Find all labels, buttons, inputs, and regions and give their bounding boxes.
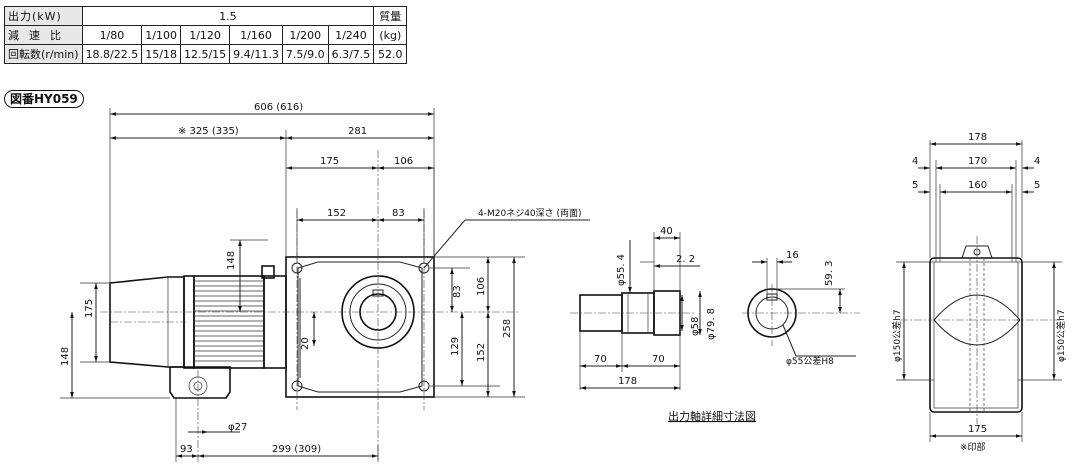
dim-106-top: 106 xyxy=(394,156,413,167)
shaft-detail-view: 40 2. 2 φ55. 4 φ58 φ79. 8 70 70 178 16 5… xyxy=(570,226,860,423)
dim-175-left: 175 xyxy=(84,299,95,318)
dim-178: 178 xyxy=(618,376,637,387)
dim-bore-tolerance: φ55公差H8 xyxy=(786,355,834,367)
side-footnote: ※印部 xyxy=(960,441,986,453)
motor-adapter xyxy=(263,275,287,369)
motor-foot xyxy=(169,366,231,399)
side-dim-5-right: 5 xyxy=(1034,180,1040,191)
dim-152-top: 152 xyxy=(327,208,346,219)
spec-table: 出力(kW) 1.5 質量 減速比 1/80 1/100 1/120 1/160… xyxy=(4,6,408,64)
motor-body xyxy=(193,275,265,369)
drawing-code: 図番HY059 xyxy=(4,90,84,108)
ratio-cell: 1/100 xyxy=(141,25,181,45)
weight-unit: (kg) xyxy=(373,25,408,45)
dim-106-right: 106 xyxy=(476,277,487,296)
weight-value: 52.0 xyxy=(373,44,408,64)
dim-20: 20 xyxy=(300,337,311,350)
dim-phi27: φ27 xyxy=(228,422,247,433)
dim-phi58: φ58 xyxy=(690,317,701,336)
speed-cell: 18.8/22.5 xyxy=(81,44,143,64)
speed-label: 回転数(r/min) xyxy=(4,44,83,64)
speed-cell: 7.5/9.0 xyxy=(281,44,329,64)
side-dim-5-left: 5 xyxy=(912,180,918,191)
motor-fins xyxy=(194,280,264,362)
dim-83-top: 83 xyxy=(392,208,405,219)
side-view: 178 4 170 4 5 160 5 φ150公差h7 φ150公差h7 17… xyxy=(891,132,1067,453)
gearbox-inner-outline xyxy=(297,261,423,393)
dim-motor-length: ※ 325 (335) xyxy=(178,126,239,137)
side-dim-4-right: 4 xyxy=(1034,156,1040,167)
shaft-detail-caption: 出力軸詳細寸法図 xyxy=(668,409,756,423)
dim-phi55-4: φ55. 4 xyxy=(616,254,627,286)
dim-83-right: 83 xyxy=(452,285,463,298)
dim-93: 93 xyxy=(180,444,193,455)
side-dim-phi150-left: φ150公差h7 xyxy=(891,309,903,362)
dim-148-left: 148 xyxy=(60,347,71,366)
side-dim-160: 160 xyxy=(968,180,987,191)
dim-258: 258 xyxy=(502,319,513,338)
speed-cell: 15/18 xyxy=(141,44,181,64)
gearbox-housing xyxy=(285,256,435,398)
output-label: 出力(kW) xyxy=(4,6,83,26)
side-dim-4-left: 4 xyxy=(912,156,918,167)
side-housing xyxy=(929,257,1023,413)
dim-overall-length: 606 (616) xyxy=(254,102,303,113)
weight-header: 質量 xyxy=(373,6,408,26)
side-dim-170: 170 xyxy=(968,156,987,167)
terminal-box xyxy=(261,265,275,279)
side-dim-178: 178 xyxy=(968,132,987,143)
dim-299: 299 (309) xyxy=(272,444,321,455)
speed-cell: 12.5/15 xyxy=(179,44,231,64)
dim-148-box: 148 xyxy=(226,251,237,270)
dim-40: 40 xyxy=(660,226,673,237)
dim-152-right: 152 xyxy=(476,343,487,362)
speed-cell: 6.3/7.5 xyxy=(327,44,375,64)
front-view: 606 (616) ※ 325 (335) 281 175 106 152 83… xyxy=(60,102,590,462)
dim-70-right: 70 xyxy=(652,354,665,365)
tap-note: 4-M20ネジ40深さ (両面) xyxy=(478,208,582,219)
dim-59-3: 59. 3 xyxy=(824,261,835,286)
dim-70-left: 70 xyxy=(594,354,607,365)
side-dim-phi150-right: φ150公差h7 xyxy=(1055,309,1067,362)
dim-phi79-8: φ79. 8 xyxy=(706,308,717,340)
speed-cell: 9.4/11.3 xyxy=(229,44,283,64)
dim-2-2: 2. 2 xyxy=(676,254,695,265)
ratio-cell: 1/200 xyxy=(281,25,329,45)
dim-175-top: 175 xyxy=(320,156,339,167)
dim-gear-length: 281 xyxy=(348,126,367,137)
side-dim-175: 175 xyxy=(968,424,987,435)
dim-16: 16 xyxy=(786,250,799,261)
dim-129: 129 xyxy=(450,337,461,356)
ratio-cell: 1/160 xyxy=(229,25,283,45)
